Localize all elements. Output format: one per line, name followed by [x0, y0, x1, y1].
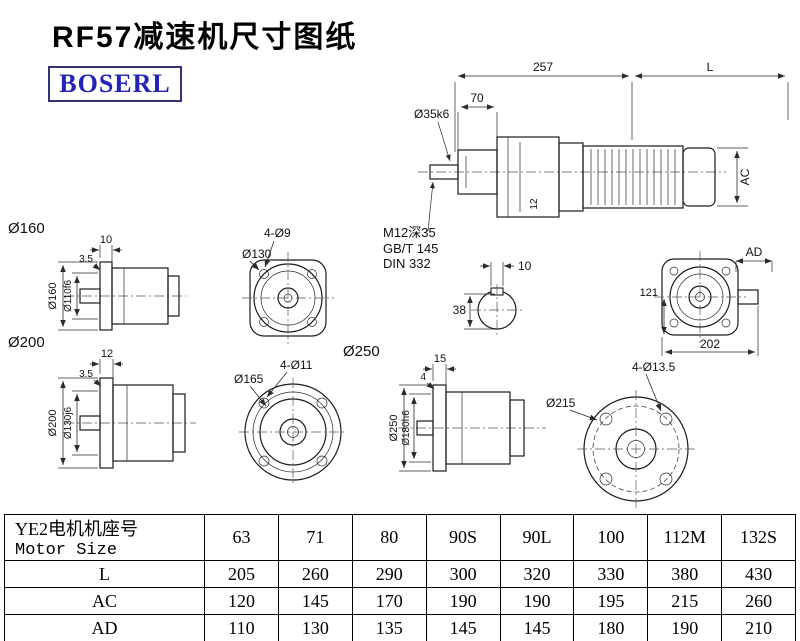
fan-cover [682, 147, 716, 207]
flange-130-front-view: Ø130 4-Ø9 [242, 226, 334, 344]
table-row-L: L 205 260 290 300 320 330 380 430 [4, 560, 796, 588]
dim-cell: 320 [499, 560, 575, 588]
dim-cell: 430 [721, 560, 796, 588]
dim-cell: 195 [573, 587, 649, 615]
rear-cap [167, 275, 180, 317]
dim-cell: 190 [425, 587, 501, 615]
motor-adapter [558, 142, 584, 212]
dim-cell: 330 [573, 560, 649, 588]
flange-width-label: 15 [434, 353, 446, 365]
row-label-L: L [4, 560, 205, 588]
dim-cell: 380 [647, 560, 723, 588]
table-row-AC: AC 120 145 170 190 190 195 215 260 [4, 587, 796, 615]
spigot-depth-label: 4 [420, 372, 426, 383]
dim-cell: 145 [425, 614, 501, 641]
flange-160-title: Ø160 [8, 220, 45, 237]
page-title: RF57减速机尺寸图纸 [52, 21, 358, 54]
dim-cell: 260 [721, 587, 796, 615]
dim-cell: 145 [499, 614, 575, 641]
shaft-section-view: 10 38 [453, 259, 532, 336]
dim-12-label: 12 [529, 198, 540, 210]
din-standard-note: DIN 332 [383, 256, 431, 271]
dimension-drawings: 257 L 70 Ø35k6 [8, 60, 789, 508]
rear-cap [172, 393, 186, 453]
motor-size-63: 63 [204, 514, 279, 561]
dim-cell: 190 [499, 587, 575, 615]
motor-size-90s: 90S [425, 514, 501, 561]
gearbox-housing [496, 136, 560, 218]
motor-fins [590, 149, 676, 205]
gb-standard-note: GB/T 145 [383, 241, 438, 256]
motor-size-132s: 132S [721, 514, 796, 561]
dim-cell: 135 [351, 614, 427, 641]
rear-cap [509, 399, 525, 457]
motor-size-90l: 90L [499, 514, 575, 561]
motor-size-100: 100 [573, 514, 649, 561]
dim-cell: 260 [277, 560, 353, 588]
dim-cell: 190 [647, 614, 723, 641]
motor-size-80: 80 [351, 514, 427, 561]
dim-cell: 205 [204, 560, 279, 588]
flange-width-label: 10 [100, 234, 112, 246]
flange-od-label: Ø250 [388, 415, 400, 442]
dim-cell: 130 [277, 614, 353, 641]
flange-od-label: Ø160 [47, 283, 59, 310]
ad-end-view: AD 121 202 [640, 245, 773, 356]
row-label-AC: AC [4, 587, 205, 615]
spigot-depth-label: 3.5 [79, 369, 93, 380]
flange-od-label: Ø200 [47, 410, 59, 437]
row-label-AD: AD [4, 614, 205, 641]
dim-cell: 300 [425, 560, 501, 588]
dim-cell: 110 [204, 614, 279, 641]
flange-200-side-view: Ø200 12 3.5 Ø200 Ø130j6 [8, 334, 196, 469]
dim-cell: 180 [573, 614, 649, 641]
flange-width-label: 12 [101, 348, 113, 360]
flange-215-front-view: 4-Ø13.5 Ø215 [546, 360, 695, 508]
main-assembly-view: 257 L 70 Ø35k6 [383, 60, 789, 271]
motor-size-table: YE2电机机座号 Motor Size 63 71 80 90S 90L 100… [4, 514, 796, 641]
flange-160-side-view: Ø160 10 3.5 Ø160 Ø110f6 [8, 220, 186, 331]
shaft-diameter-label: Ø35k6 [414, 107, 450, 121]
dim-cell: 290 [351, 560, 427, 588]
dim-AD-label: AD [746, 245, 763, 259]
spigot-dia-label: Ø180h6 [401, 410, 412, 446]
bolt-holes-label: 4-Ø9 [264, 226, 291, 240]
dim-cell: 145 [277, 587, 353, 615]
flange-200-title: Ø200 [8, 334, 45, 351]
key-width-label: 10 [518, 259, 532, 273]
spigot-depth-label: 3.5 [79, 254, 93, 265]
table-header-cell: YE2电机机座号 Motor Size [4, 514, 205, 561]
motor-size-label-en: Motor Size [15, 541, 118, 560]
dim-70-label: 70 [470, 91, 484, 105]
dim-257-label: 257 [533, 60, 553, 74]
spigot-dia-label: Ø110f6 [63, 280, 74, 312]
table-header-row: YE2电机机座号 Motor Size 63 71 80 90S 90L 100… [4, 514, 796, 561]
dim-38-label: 38 [453, 303, 467, 317]
spigot-dia-label: Ø130j6 [63, 406, 74, 439]
flange-250-title: Ø250 [343, 343, 380, 360]
dim-L-label: L [707, 60, 714, 74]
flange-130-dia-label: Ø130 [242, 247, 272, 261]
bolt-holes-label: 4-Ø11 [280, 358, 313, 372]
brand-logo: BOSERL [48, 66, 182, 102]
flange-250-side-view: 15 4 Ø250 Ø180h6 [388, 353, 546, 472]
motor-size-71: 71 [277, 514, 353, 561]
dim-121-label: 121 [640, 287, 658, 299]
motor-size-112m: 112M [647, 514, 723, 561]
bolt-holes-label: 4-Ø13.5 [632, 360, 676, 374]
table-row-AD: AD 110 130 135 145 145 180 190 210 [4, 614, 796, 641]
terminal-stub [737, 289, 759, 305]
dim-202-label: 202 [700, 337, 720, 351]
dim-cell: 215 [647, 587, 723, 615]
dim-cell: 120 [204, 587, 279, 615]
flange-215-dia-label: Ø215 [546, 396, 576, 410]
dim-cell: 210 [721, 614, 796, 641]
dim-AC-label: AC [738, 168, 752, 185]
dim-cell: 170 [351, 587, 427, 615]
flange-165-front-view: Ø250 4-Ø11 Ø165 [234, 343, 380, 486]
flange-165-dia-label: Ø165 [234, 372, 264, 386]
motor-size-label-cn: YE2电机机座号 [15, 519, 138, 539]
tap-note: M12深35 [383, 225, 436, 240]
